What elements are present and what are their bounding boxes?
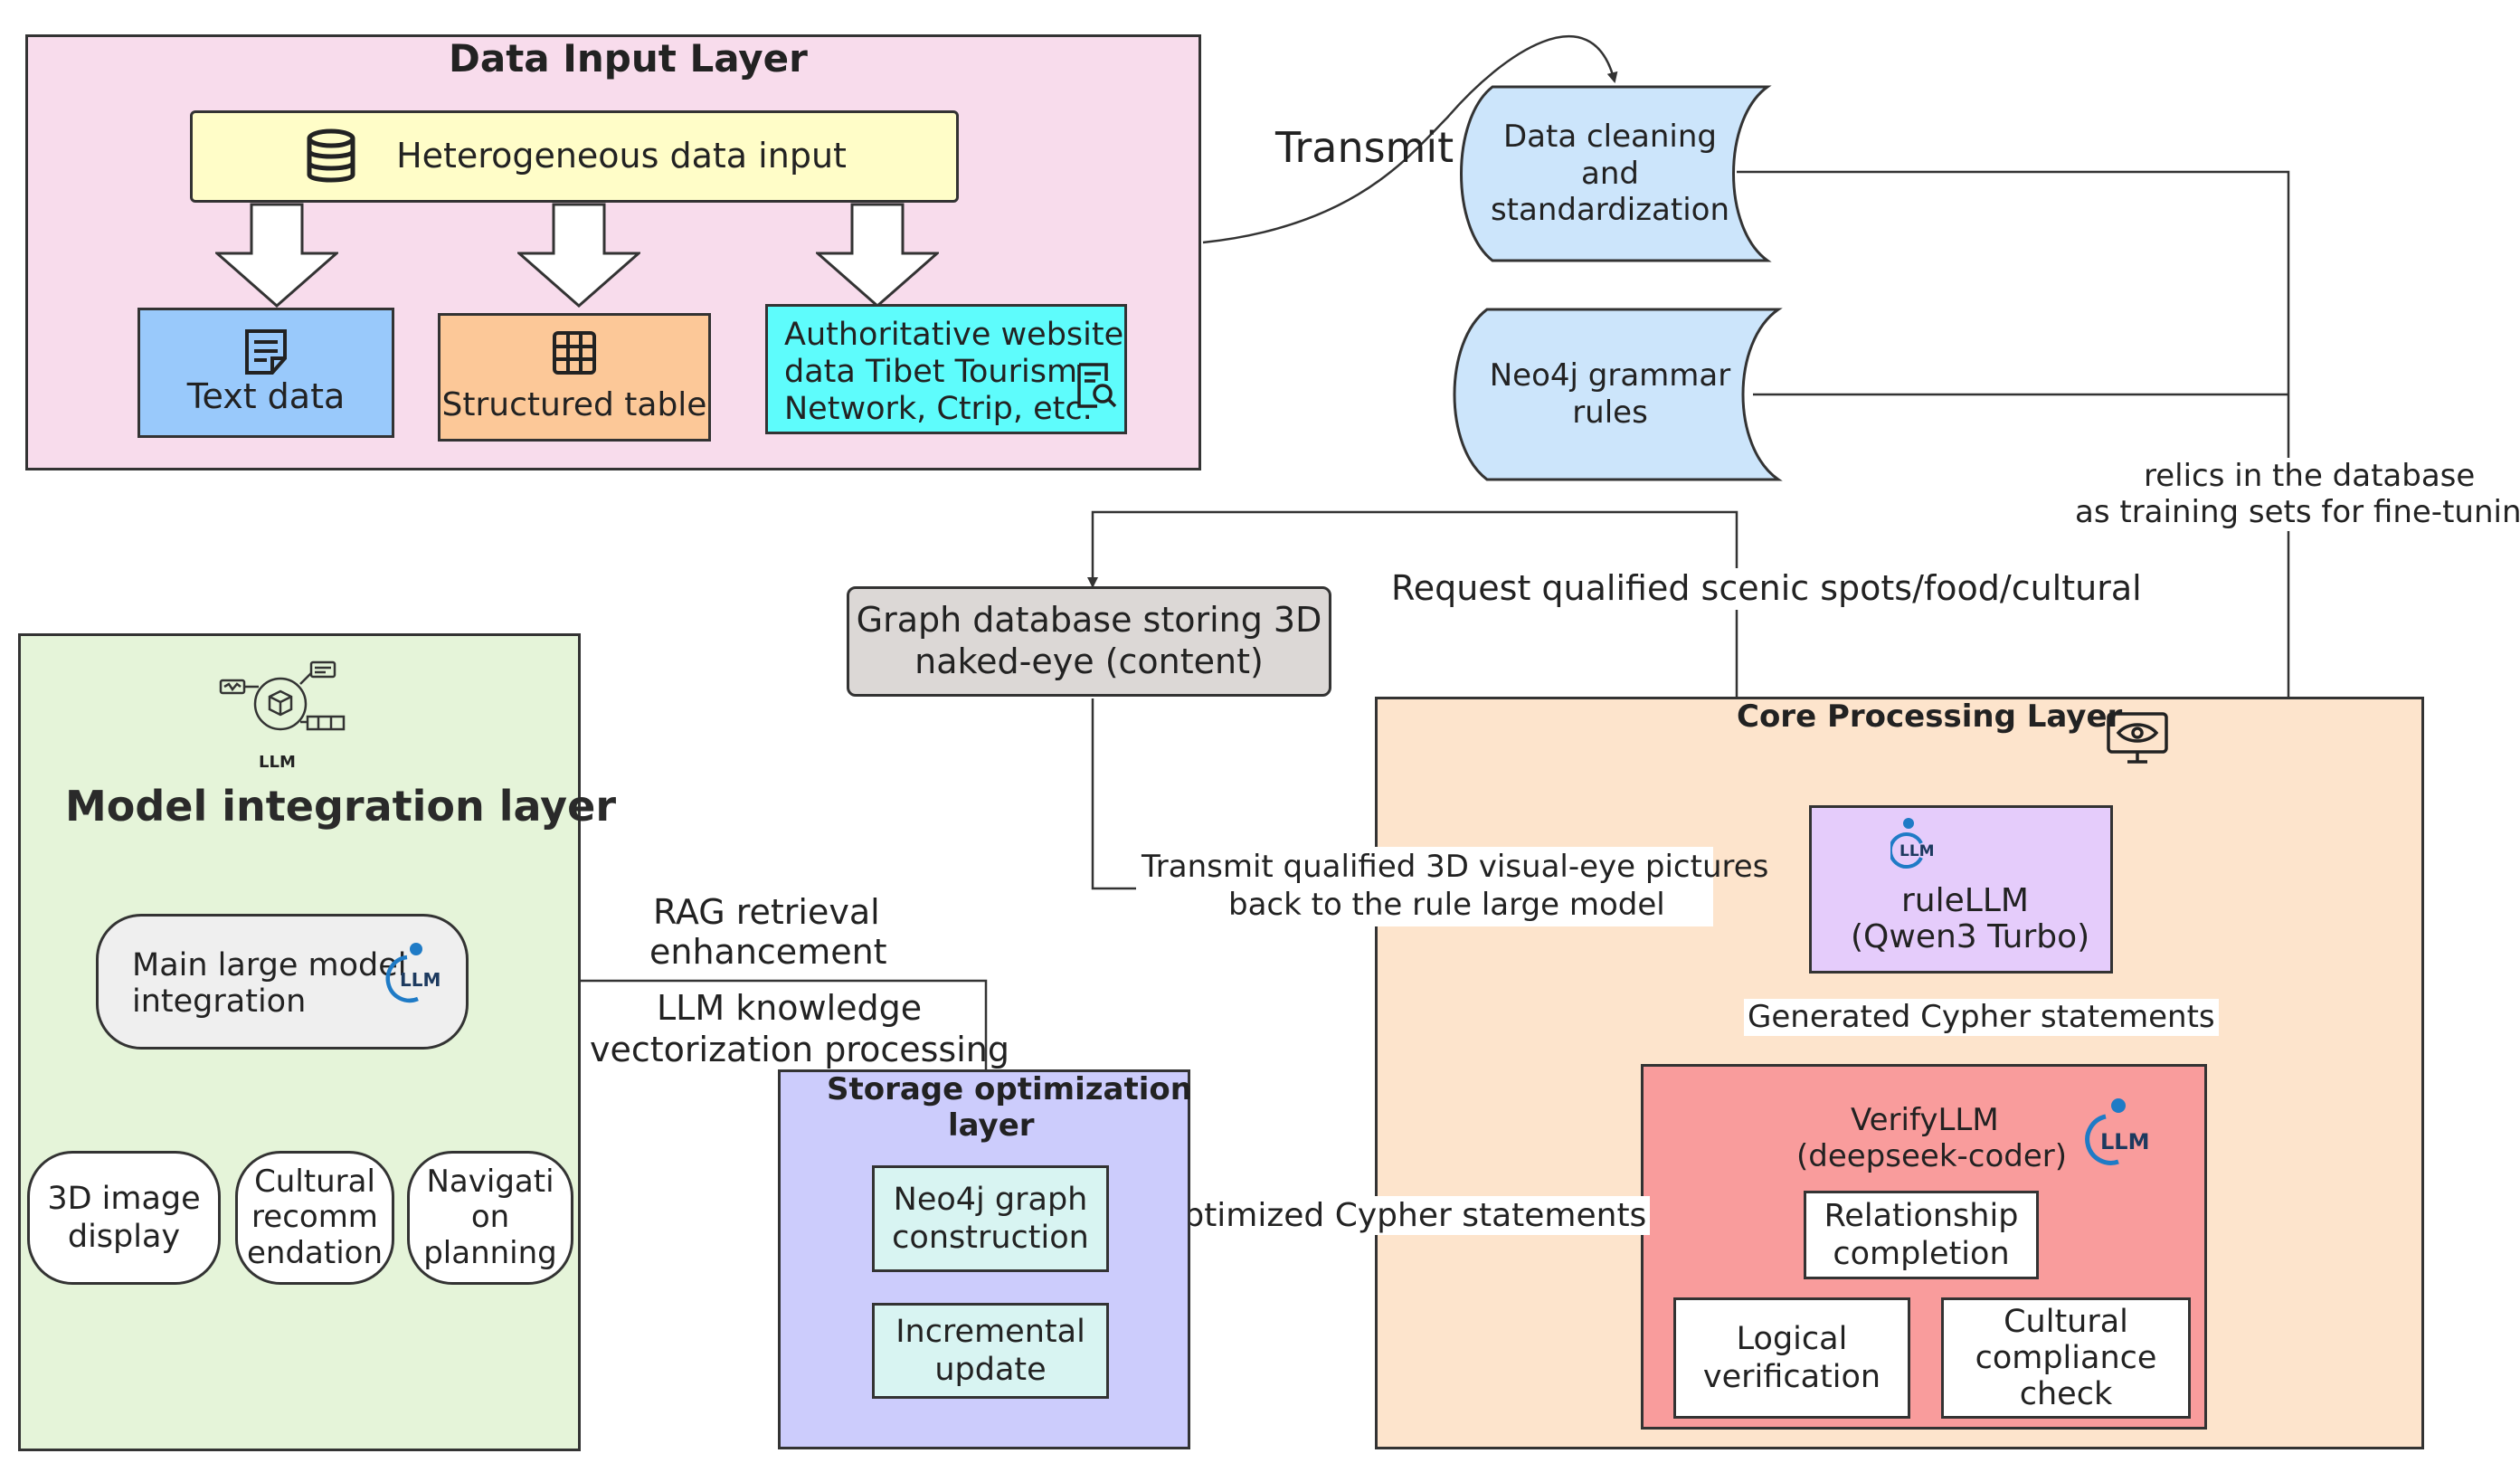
verify-llm-line-2: (deepseek-coder) — [1796, 1138, 2068, 1174]
neo4j-grammar-cylinder: Neo4j grammar rules — [1474, 344, 1746, 445]
main-model-line-1: Main large model — [132, 947, 407, 983]
grammar-line-2: rules — [1572, 394, 1648, 431]
neo4j-graph-line-1: Neo4j graph — [893, 1182, 1088, 1218]
relationship-completion-box: Relationship completion — [1804, 1191, 2039, 1279]
incremental-line-1: Incremental — [895, 1314, 1085, 1350]
relics-label-line-1: relics in the database — [2140, 458, 2479, 495]
rule-llm-line-2: (Qwen3 Turbo) — [1851, 918, 2090, 955]
relationship-line-2: completion — [1833, 1236, 2010, 1272]
main-large-model-box — [96, 914, 469, 1050]
grammar-line-1: Neo4j grammar — [1489, 357, 1731, 394]
heterogeneous-data-input: Heterogeneous data input — [190, 110, 959, 203]
nav-line-3: planning — [423, 1234, 557, 1271]
svg-text:LLM: LLM — [400, 969, 441, 991]
hollow-arrow-3 — [816, 203, 939, 308]
monitor-eye-icon — [2107, 712, 2168, 764]
incremental-line-2: update — [934, 1352, 1047, 1388]
rag-label-line-1: RAG retrieval — [653, 892, 880, 932]
cultural-compliance-box: Cultural compliance check — [1941, 1297, 2191, 1419]
llm-icon-caption: LLM — [259, 753, 296, 772]
hollow-arrow-1 — [215, 203, 338, 308]
rag-label-line-2: enhancement — [649, 932, 887, 972]
cultural-rec-line-1: Cultural — [254, 1164, 375, 1201]
nav-line-2: on — [470, 1199, 510, 1236]
navigation-planning-box: Navigati on planning — [407, 1151, 573, 1285]
llm-icon: LLM — [385, 943, 441, 1003]
request-label: Request qualified scenic spots/food/cult… — [1388, 568, 2146, 610]
llm-knowledge-line-1: LLM knowledge — [657, 988, 923, 1028]
optimized-cypher-label: Optimized Cypher statements — [1154, 1196, 1651, 1236]
transmit-curve — [1202, 35, 1618, 244]
web-search-icon — [1077, 363, 1117, 408]
image-line-1: 3D image — [47, 1181, 201, 1217]
heterogeneous-data-input-label: Heterogeneous data input — [396, 136, 847, 176]
svg-text:LLM: LLM — [2100, 1129, 2149, 1154]
transmit-back-line-2: back to the rule large model — [1228, 887, 1665, 923]
llm-network-icon — [219, 660, 346, 731]
svg-text:LLM: LLM — [1899, 842, 1935, 860]
authoritative-line-3: Network, Ctrip, etc. — [784, 391, 1093, 427]
cultural-line-1: Cultural — [2004, 1303, 2128, 1340]
rule-llm-box — [1809, 805, 2113, 974]
nav-line-1: Navigati — [426, 1164, 554, 1201]
authoritative-website-box: Authoritative website data Tibet Tourism… — [765, 304, 1127, 434]
logical-line-2: verification — [1702, 1359, 1881, 1395]
neo4j-graph-construction-box: Neo4j graph construction — [872, 1165, 1109, 1272]
data-cleaning-cylinder-shape — [1460, 85, 1772, 262]
cultural-line-3: check — [2019, 1376, 2113, 1413]
logical-verification-box: Logical verification — [1673, 1297, 1910, 1419]
transmit-back-label-bg — [1136, 847, 1713, 926]
llm-icon: LLM — [2085, 1098, 2149, 1165]
structured-table-label: Structured table — [441, 386, 707, 424]
cleaning-line-3: standardization — [1490, 192, 1730, 229]
text-data-box: Text data — [137, 308, 394, 438]
structured-table-box: Structured table — [438, 313, 711, 442]
core-layer-title: Core Processing Layer — [1737, 698, 2123, 735]
rule-llm-line-1: ruleLLM — [1901, 882, 2029, 919]
incremental-update-box: Incremental update — [872, 1303, 1109, 1399]
cultural-line-2: compliance — [1975, 1339, 2157, 1376]
neo4j-grammar-cylinder-shape — [1453, 308, 1783, 481]
storage-title-line-2: layer — [948, 1107, 1035, 1144]
logical-line-1: Logical — [1736, 1321, 1848, 1357]
relics-label-line-2: as training sets for fine-tuning — [2071, 494, 2520, 531]
document-icon — [245, 329, 287, 375]
llm-knowledge-line-2: vectorization processing — [590, 1030, 1009, 1069]
relationship-line-1: Relationship — [1824, 1198, 2019, 1234]
neo4j-graph-line-2: construction — [892, 1220, 1089, 1256]
generated-cypher-label: Generated Cypher statements — [1744, 999, 2219, 1036]
llm-icon: LLM — [1890, 818, 1935, 869]
3d-image-display-box: 3D image display — [27, 1151, 221, 1285]
data-input-layer-title: Data Input Layer — [449, 36, 808, 81]
data-cleaning-cylinder: Data cleaning and standardization — [1474, 100, 1746, 248]
cultural-rec-line-3: endation — [246, 1234, 383, 1271]
storage-title-line-1: Storage optimization — [827, 1071, 1192, 1107]
text-data-label: Text data — [186, 376, 346, 417]
transmit-label: Transmit — [1275, 123, 1454, 172]
authoritative-line-2: data Tibet Tourism — [784, 354, 1078, 390]
rag-line — [465, 975, 988, 1073]
transmit-back-line-1: Transmit qualified 3D visual-eye picture… — [1142, 849, 1769, 885]
model-layer-title: Model integration layer — [65, 782, 617, 831]
cleaning-line-2: and — [1581, 155, 1639, 192]
cleaning-line-1: Data cleaning — [1502, 118, 1717, 155]
graph-database-box: Graph database storing 3D naked-eye (con… — [847, 586, 1331, 697]
hollow-arrow-2 — [517, 203, 640, 308]
graph-db-line-1: Graph database storing 3D — [856, 600, 1322, 641]
table-icon — [553, 331, 596, 375]
image-line-2: display — [67, 1219, 181, 1255]
graph-db-line-2: naked-eye (content) — [914, 641, 1264, 681]
database-icon — [307, 128, 355, 183]
cultural-rec-line-2: recomm — [251, 1199, 378, 1236]
verify-llm-line-1: VerifyLLM — [1851, 1102, 1999, 1138]
authoritative-line-1: Authoritative website — [784, 317, 1124, 353]
cultural-recommendation-box: Cultural recomm endation — [235, 1151, 394, 1285]
main-model-line-2: integration — [132, 983, 307, 1020]
